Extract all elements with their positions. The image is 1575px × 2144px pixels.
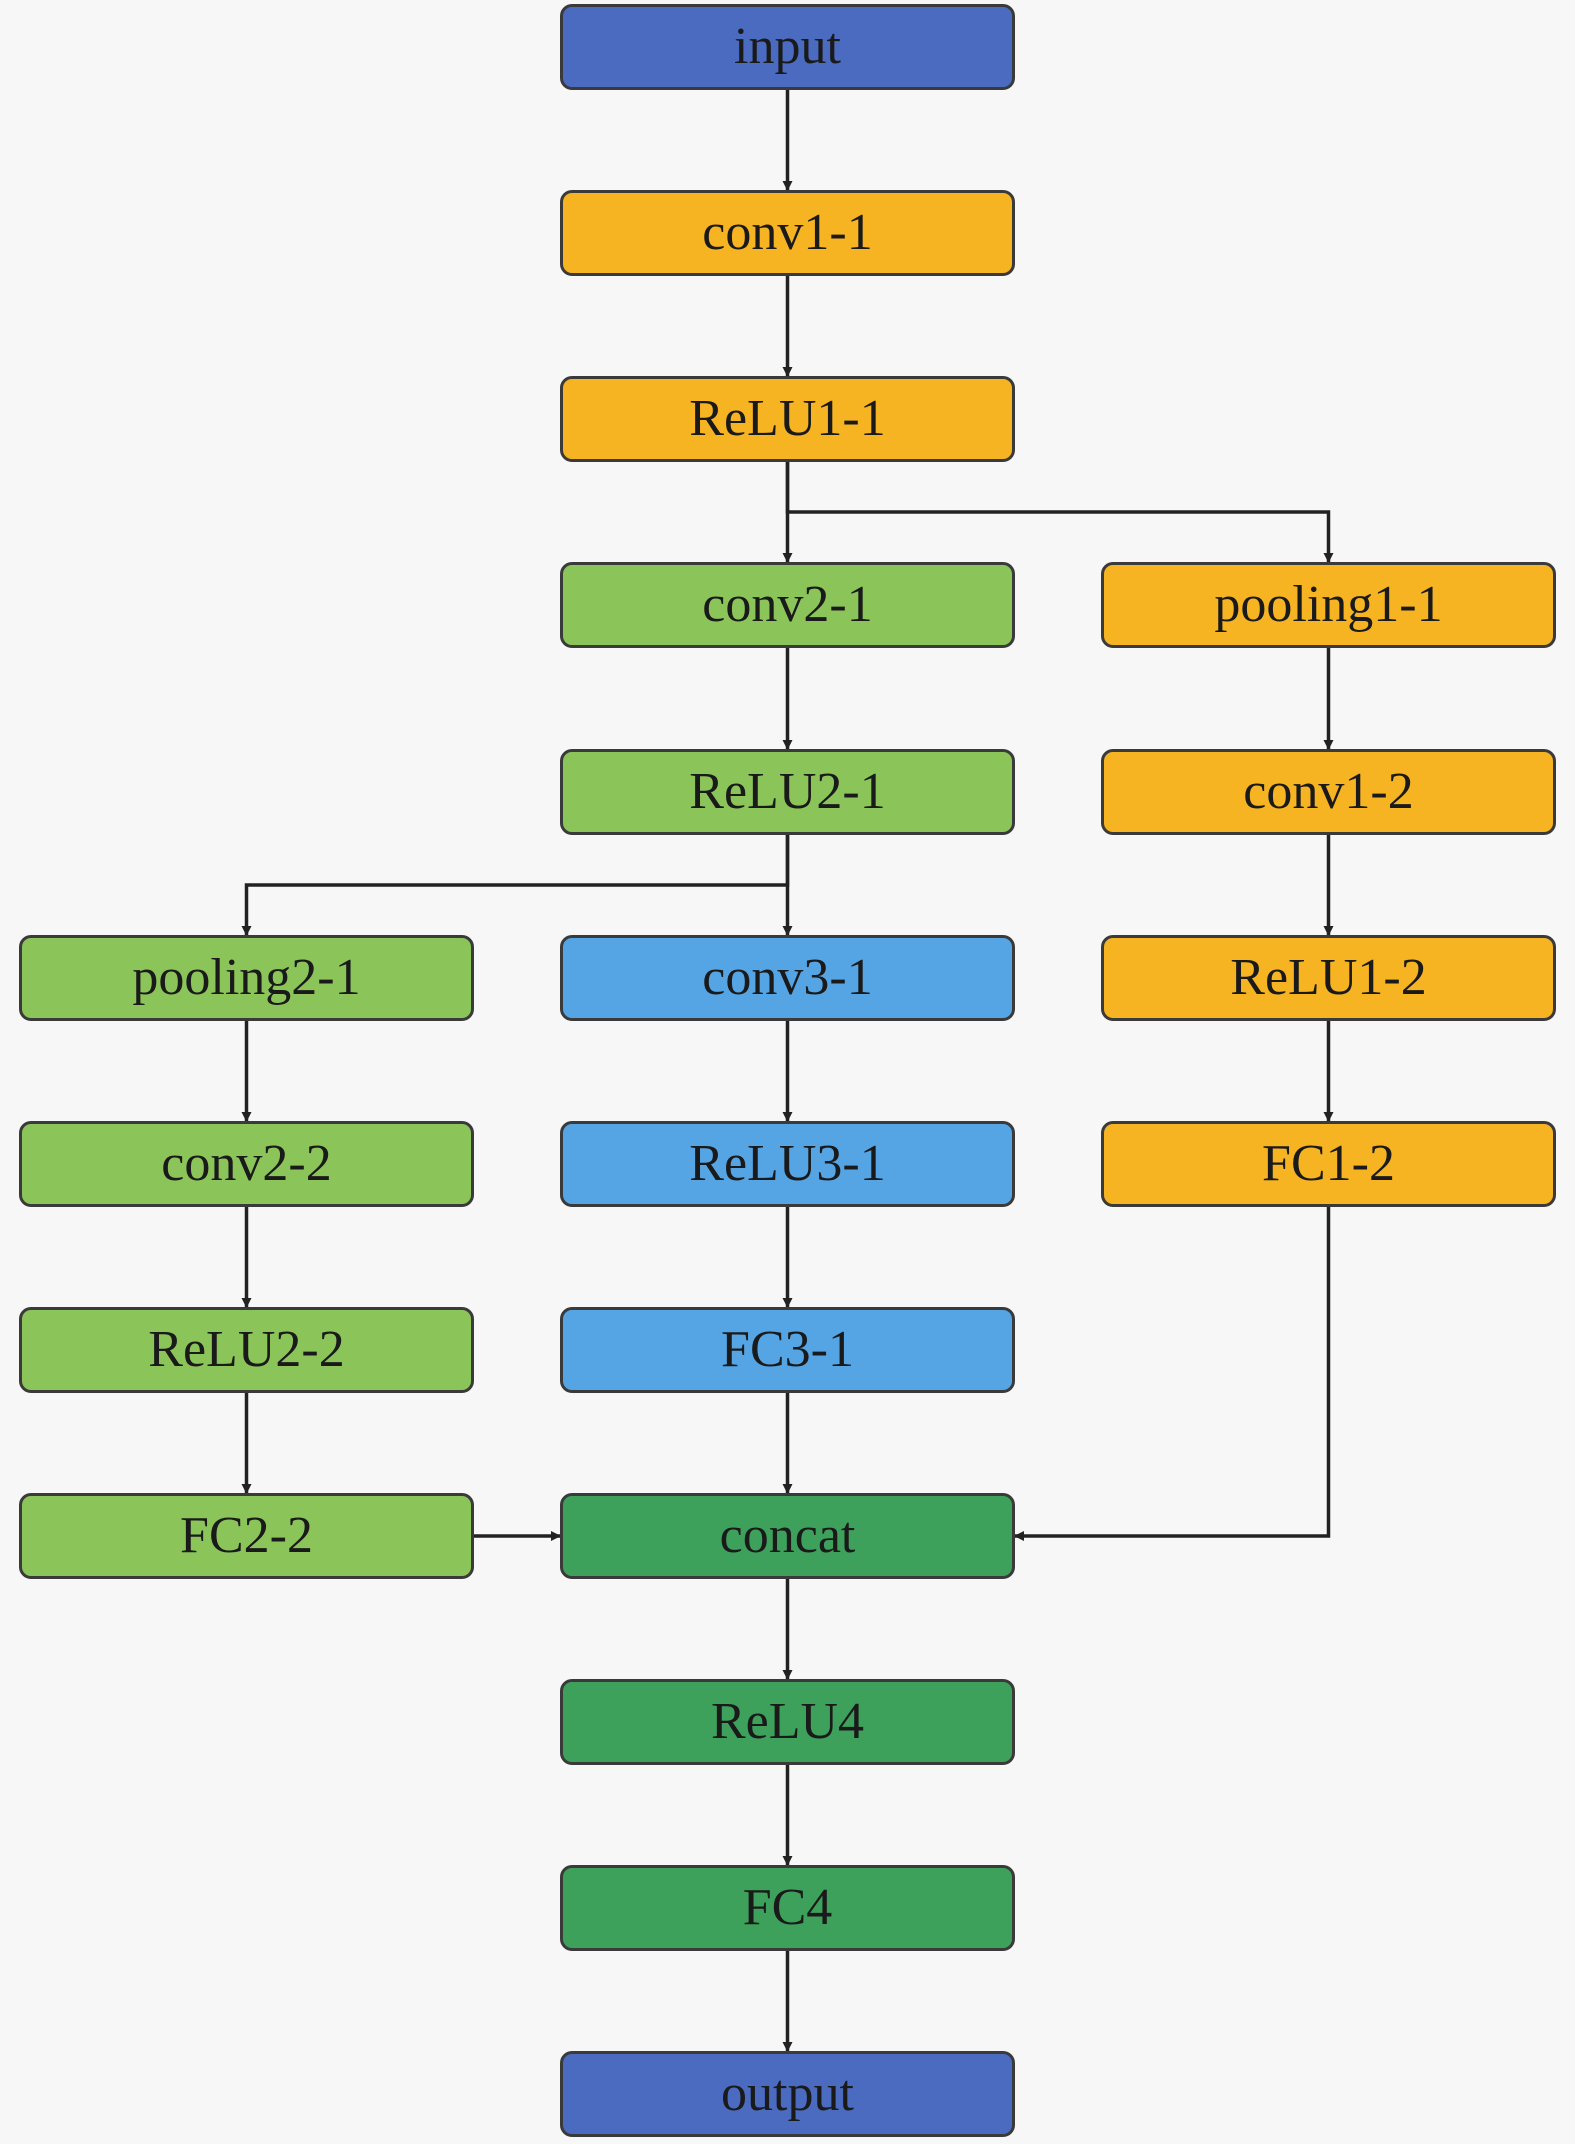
node-relu3-1: ReLU3-1 <box>560 1121 1015 1207</box>
node-fc3-1: FC3-1 <box>560 1307 1015 1393</box>
edge-relu2_1-to-pooling2_1 <box>241 835 790 936</box>
node-relu1-1: ReLU1-1 <box>560 376 1015 462</box>
node-conv2-2: conv2-2 <box>19 1121 474 1207</box>
node-conv1-1: conv1-1 <box>560 190 1015 276</box>
node-relu2-1: ReLU2-1 <box>560 749 1015 835</box>
node-pooling2-1: pooling2-1 <box>19 935 474 1021</box>
edge-relu1_1-to-pooling1_1 <box>785 462 1334 563</box>
node-fc1-2: FC1-2 <box>1101 1121 1556 1207</box>
node-relu1-2: ReLU1-2 <box>1101 935 1556 1021</box>
node-concat: concat <box>560 1493 1015 1579</box>
node-output: output <box>560 2051 1015 2137</box>
edge-fc1_2-to-concat <box>1014 1207 1331 1541</box>
node-input: input <box>560 4 1015 90</box>
node-fc2-2: FC2-2 <box>19 1493 474 1579</box>
node-relu4: ReLU4 <box>560 1679 1015 1765</box>
node-fc4: FC4 <box>560 1865 1015 1951</box>
node-pooling1-1: pooling1-1 <box>1101 562 1556 648</box>
node-relu2-2: ReLU2-2 <box>19 1307 474 1393</box>
node-conv3-1: conv3-1 <box>560 935 1015 1021</box>
node-conv1-2: conv1-2 <box>1101 749 1556 835</box>
node-conv2-1: conv2-1 <box>560 562 1015 648</box>
